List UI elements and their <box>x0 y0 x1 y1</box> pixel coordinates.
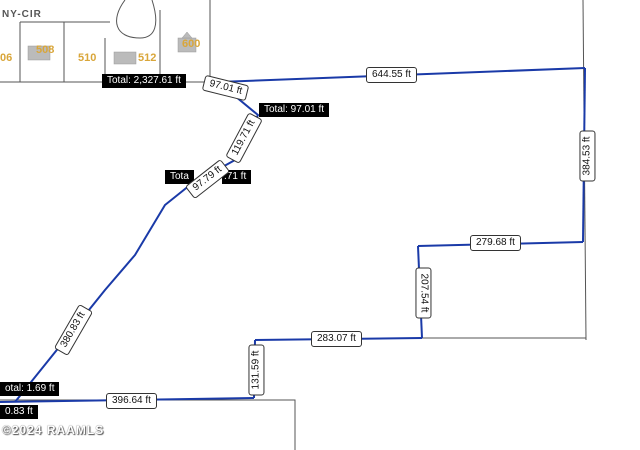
lot-number: 510 <box>78 52 97 64</box>
total-badge: Total: 97.01 ft <box>259 103 330 117</box>
total-badge: otal: 1.69 ft <box>0 382 60 396</box>
lot-number: 600 <box>182 38 201 50</box>
copyright-watermark: ©2024 RAAMLS <box>2 423 105 437</box>
total-badge: Tota <box>165 170 194 184</box>
dimension-label: 644.55 ft <box>366 67 417 83</box>
lot-number: 06 <box>0 52 13 64</box>
lot-number: 512 <box>138 52 157 64</box>
measure-line-left <box>14 81 259 403</box>
total-badge: 0.83 ft <box>0 405 38 419</box>
dimension-label: 207.54 ft <box>415 267 432 319</box>
dimension-label: 279.68 ft <box>470 235 521 251</box>
dimension-label: 384.53 ft <box>579 130 596 182</box>
lot-number: 508 <box>36 44 55 56</box>
dimension-label: 396.64 ft <box>106 393 157 409</box>
total-badge: .71 ft <box>222 170 252 184</box>
total-badge: Total: 2,327.61 ft <box>102 74 186 88</box>
dimension-label: 131.59 ft <box>248 344 265 396</box>
street-label: NY-CIR <box>2 9 42 20</box>
dimension-label: 283.07 ft <box>311 331 362 347</box>
